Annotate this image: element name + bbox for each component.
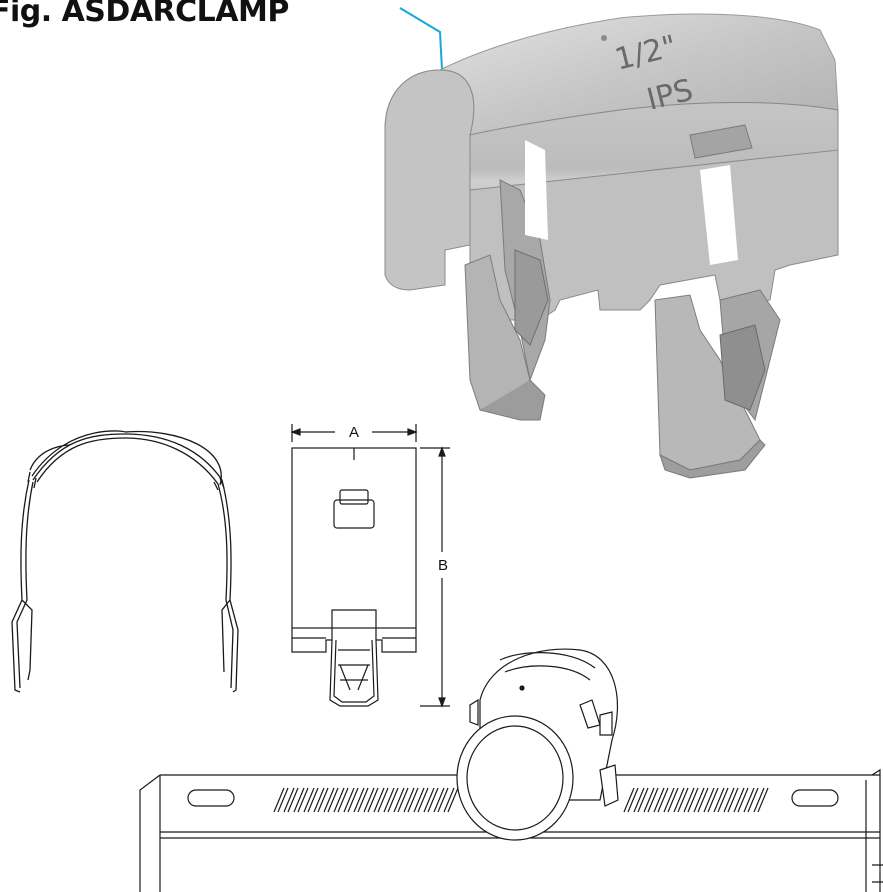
clamp-front-view xyxy=(290,424,450,708)
clamp-side-profile xyxy=(11,430,239,693)
figure-title: Fig. ASDARCLAMP xyxy=(0,0,289,29)
leader-line xyxy=(399,7,443,71)
dimension-a-label: A xyxy=(349,424,359,441)
installed-clamp-pipe xyxy=(456,648,619,841)
clamp-photo: 1/2" IPS xyxy=(384,13,839,479)
dimension-b-label: B xyxy=(438,557,448,574)
